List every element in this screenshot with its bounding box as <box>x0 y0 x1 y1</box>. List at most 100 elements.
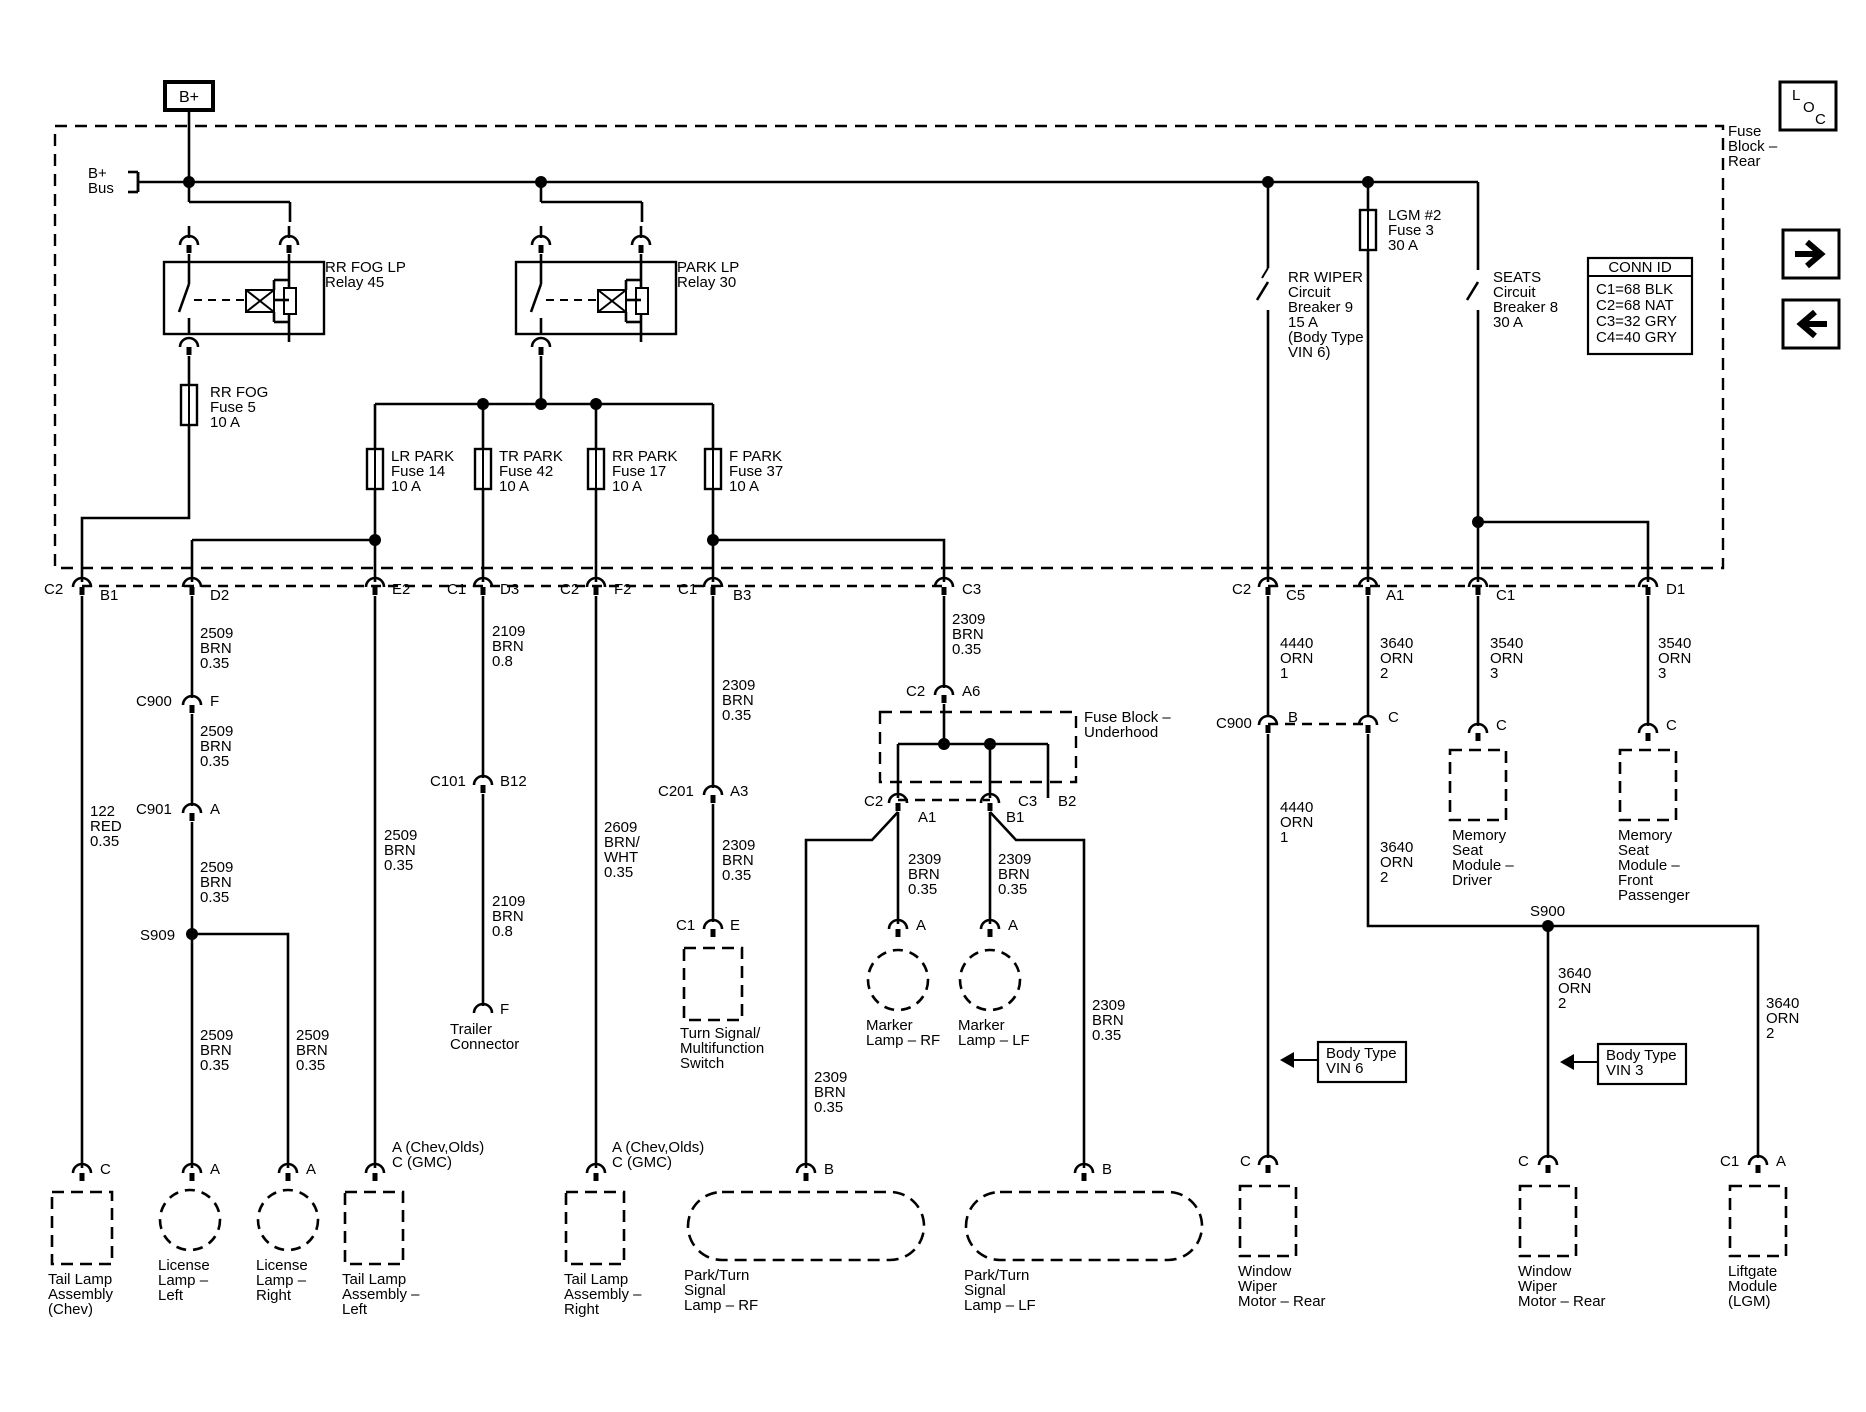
marker-lamp-rf <box>866 948 930 1012</box>
park-turn-lamp-lf <box>964 1190 1204 1262</box>
c900-label: C900 <box>136 693 172 710</box>
seats-breaker-arm <box>1465 281 1480 301</box>
park-relay-label: PARK LP <box>677 259 739 276</box>
wire-3640-label: 3640 <box>1380 839 1413 856</box>
rr-fog-out <box>80 425 191 582</box>
wire-2509-label: 0.35 <box>200 655 229 672</box>
splice-dot <box>938 738 950 750</box>
wire-2109-label: BRN <box>492 908 524 925</box>
previous-page-arrow-icon[interactable] <box>1781 298 1841 350</box>
wire-2109-label: 0.8 <box>492 923 513 940</box>
turn-switch-pin <box>702 918 724 930</box>
wire-3540-label: 3 <box>1658 665 1666 682</box>
lr-park-fuse-label: LR PARK <box>391 448 454 465</box>
rr-fog-fuse-label: RR FOG <box>210 384 268 401</box>
wire-3640-label: 3640 <box>1380 635 1413 652</box>
body-type-vin3-label: VIN 3 <box>1606 1062 1644 1079</box>
memory-seat-passenger <box>1618 748 1678 822</box>
rr-wiper-mark <box>1261 267 1269 279</box>
trailer-connector-label: Connector <box>450 1036 519 1053</box>
wiper-vin6-label: Window <box>1238 1263 1292 1280</box>
vin6-arrow-head <box>1280 1052 1294 1068</box>
f-label: F <box>210 693 219 710</box>
park-turn-lamp-lf-label: Lamp – LF <box>964 1297 1036 1314</box>
d3-label: D3 <box>500 581 519 598</box>
splice-dot <box>707 534 719 546</box>
lgm2-fuse-label: 30 A <box>1388 237 1418 254</box>
turn-signal-switch-label: Switch <box>680 1055 724 1072</box>
wire-2309-label: 0.35 <box>952 641 981 658</box>
rr-wiper-breaker-label: (Body Type <box>1288 329 1364 346</box>
wire-2609-label: BRN/ <box>604 834 641 851</box>
splice-dot <box>186 928 198 940</box>
wire-2309-label: 2309 <box>1092 997 1125 1014</box>
turn-signal-switch-label: Turn Signal/ <box>680 1025 761 1042</box>
pin-f-label: F <box>500 1001 509 1018</box>
wire-4440-label: 4440 <box>1280 799 1313 816</box>
header-pin-0 <box>71 576 93 588</box>
splice-dot <box>1472 516 1484 528</box>
license-lamp-left <box>158 1188 222 1252</box>
memory-seat-passenger-label: Passenger <box>1618 887 1690 904</box>
wire-layer <box>80 110 1760 1168</box>
wire-2109-label: BRN <box>492 638 524 655</box>
splice-dot <box>590 398 602 410</box>
a6-label: A6 <box>962 683 980 700</box>
park-turn-lamp-rf-label: Signal <box>684 1282 726 1299</box>
tail-lamp-right-label: Tail Lamp <box>564 1271 628 1288</box>
park-turn-lamp-rf-label: Park/Turn <box>684 1267 749 1284</box>
wire-2609-label: 0.35 <box>604 864 633 881</box>
tail-lamp-right-label: Assembly – <box>564 1286 642 1303</box>
license-lamp-right-label: Lamp – <box>256 1272 307 1289</box>
e-label: E <box>730 917 740 934</box>
loc-letter-c: C <box>1815 111 1826 128</box>
pin-c-label: C <box>1240 1153 1251 1170</box>
splice-dot <box>535 398 547 410</box>
window-wiper-motor-vin3 <box>1518 1184 1578 1258</box>
wire-2509-label: BRN <box>200 738 232 755</box>
b1-pin <box>979 792 1001 804</box>
marker-lf-pin <box>979 918 1001 930</box>
wire-3640-label: 3640 <box>1766 995 1799 1012</box>
rr-fog-relay-coil <box>245 289 275 313</box>
rr-fog-relay <box>162 260 326 336</box>
park-relay-switch <box>529 283 543 313</box>
wire-2309-label: BRN <box>998 866 1030 883</box>
b3-label: B3 <box>733 587 751 604</box>
wire-4440-label: 1 <box>1280 829 1288 846</box>
pin-a-label: A <box>210 1161 220 1178</box>
tail-lamp-chev-label: Tail Lamp <box>48 1271 112 1288</box>
wire-2309-label: 2309 <box>722 677 755 694</box>
liftgate-pin <box>1747 1154 1769 1166</box>
tr-park-fuse-label: Fuse 42 <box>499 463 553 480</box>
wire-122-label: 0.35 <box>90 833 119 850</box>
seats-breaker-label: SEATS <box>1493 269 1541 286</box>
liftgate-module <box>1728 1184 1788 1258</box>
c2-a6-pin <box>933 684 955 696</box>
conn-id-row: C2=68 NAT <box>1596 297 1674 314</box>
park-turn-lamp-rf-label: Lamp – RF <box>684 1297 758 1314</box>
liftgate-label: Liftgate <box>1728 1263 1777 1280</box>
wire-2309-label: 0.35 <box>814 1099 843 1116</box>
c1-label: C1 <box>1496 587 1515 604</box>
wire-4440-label: 4440 <box>1280 635 1313 652</box>
pt-rf-pin <box>795 1162 817 1174</box>
tail-right-pin-label: C (GMC) <box>612 1154 672 1171</box>
c1-label: C1 <box>676 917 695 934</box>
memory-seat-driver-label: Seat <box>1452 842 1484 859</box>
b-plus-bus-label: B+ <box>88 165 107 182</box>
park-relay-coil-x2 <box>597 289 627 313</box>
b1-label: B1 <box>100 587 118 604</box>
park-relay <box>514 260 678 336</box>
next-page-arrow-icon[interactable] <box>1781 228 1841 280</box>
c101-label: C101 <box>430 773 466 790</box>
c900-c-pin <box>1357 714 1379 726</box>
c2-label: C2 <box>1232 581 1251 598</box>
window-wiper-motor-vin6 <box>1238 1184 1298 1258</box>
turn-signal-switch-label: Multifunction <box>680 1040 764 1057</box>
wire-2509-label: 0.35 <box>200 753 229 770</box>
marker-lamp-rf-label: Lamp – RF <box>866 1032 940 1049</box>
memory-seat-driver-label: Memory <box>1452 827 1507 844</box>
next-arrow-glyph <box>1795 239 1826 269</box>
